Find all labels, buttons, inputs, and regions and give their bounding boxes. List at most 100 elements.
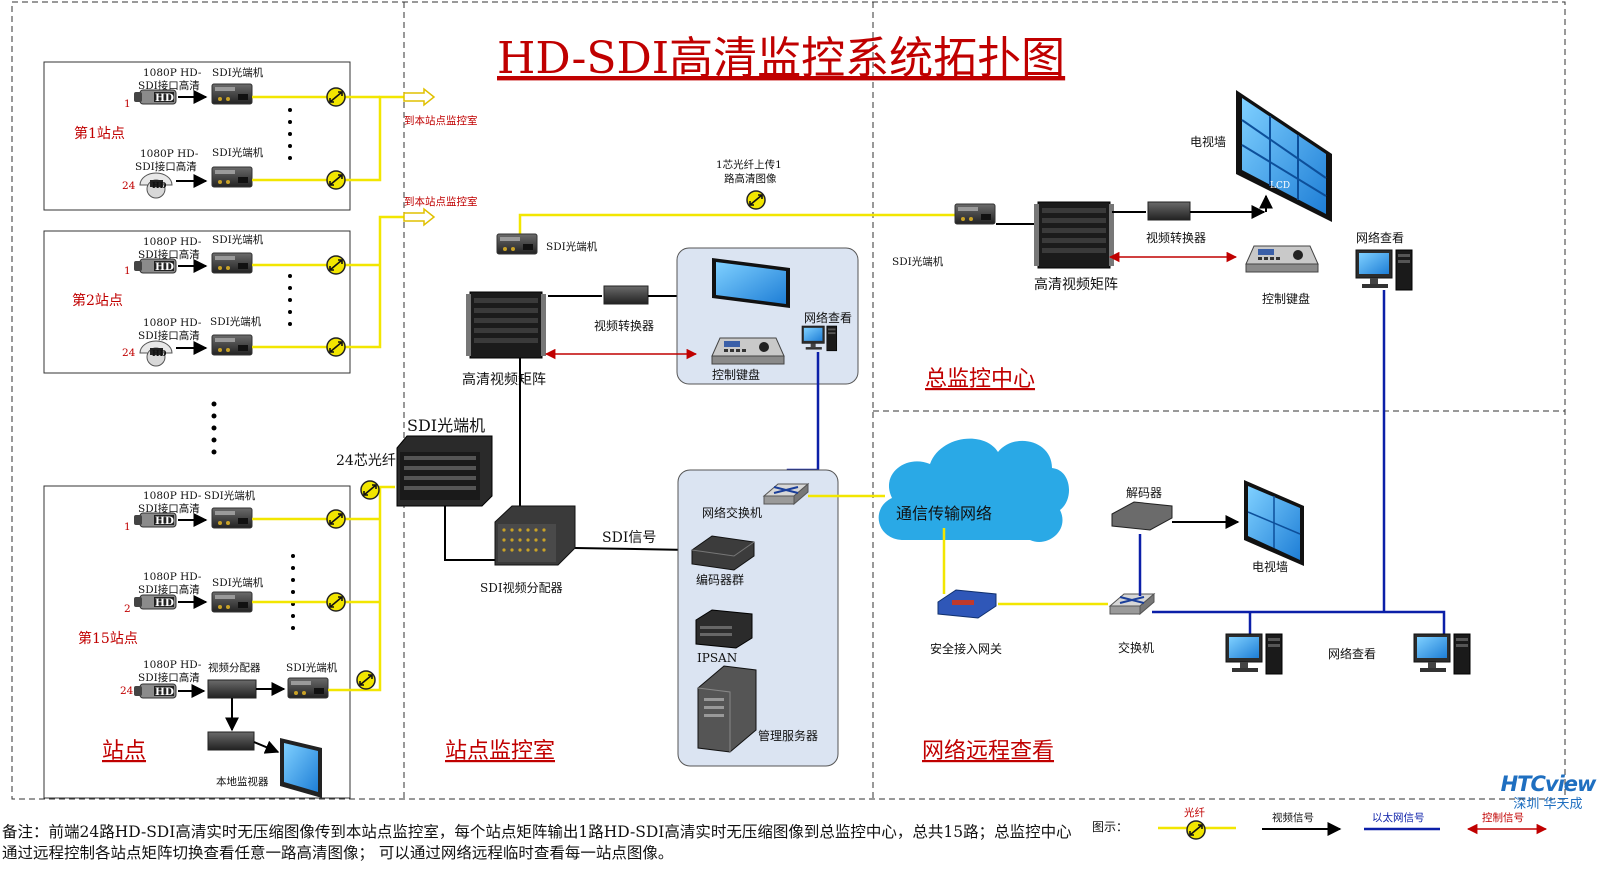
remote-tv-wall-label: 电视墙: [1252, 559, 1288, 574]
center-video-converter-label: 视频转换器: [1146, 230, 1206, 245]
hd-badge: HD: [155, 92, 174, 104]
hd-badge: HD: [155, 686, 174, 698]
logo-city: 深圳 华天成: [1513, 797, 1583, 812]
hd-badge: HD: [155, 597, 174, 609]
room-tv-wall-icon: [712, 258, 790, 308]
cam-label: 1080P HD-: [143, 317, 202, 329]
fiber-box-label: SDI光端机: [212, 146, 264, 159]
ipsan-label: IPSAN: [697, 651, 737, 665]
fiber24-label: 24芯光纤: [336, 453, 396, 469]
fiber-box-label: SDI光端机: [212, 66, 264, 79]
sdi-distributor-label: SDI视频分配器: [480, 580, 563, 595]
fiber-icon: [746, 190, 766, 210]
legend-fiber-icon: [1186, 820, 1206, 840]
cam-number: 24: [122, 347, 136, 359]
lcd-text: LCD: [1270, 181, 1290, 191]
site-box-1: 第1站点 1080P HD- SDI接口高清 1 HD SDI光端机 1080P…: [43, 61, 351, 211]
to-room-label: 到本站点监控室: [404, 195, 478, 208]
fiber-icon: [326, 170, 346, 190]
server-panel: 网络交换机 编码器群 IPSAN 管理服务器: [677, 469, 839, 767]
fiber-transceiver-icon: [287, 677, 329, 699]
cam-label: 1080P HD-: [143, 490, 202, 502]
site-label-1: 第1站点: [74, 125, 125, 142]
fiber-transceiver-icon: [211, 334, 253, 356]
diagram-title: HD-SDI高清监控系统拓扑图: [497, 33, 1065, 84]
legend-video-label: 视频信号: [1272, 811, 1314, 824]
center-keyboard-label: 控制键盘: [1262, 291, 1310, 306]
remote-pc-icon: [1225, 633, 1283, 675]
site-label-15: 第15站点: [78, 630, 138, 647]
fiber-icon: [360, 480, 380, 500]
section-label-remote: 网络远程查看: [922, 739, 1054, 764]
fiber-box-label: SDI光端机: [286, 661, 338, 674]
uplink-fiber-line: [518, 213, 955, 240]
cam-label: 1080P HD-: [143, 236, 202, 248]
fiber-box-label: SDI光端机: [892, 255, 944, 268]
fiber-lines-sites: [252, 95, 404, 692]
network-switch-label: 网络交换机: [702, 505, 762, 520]
pc-icon: [801, 325, 838, 352]
encoder-group-icon: [691, 535, 755, 571]
to-room-arrow-2: 到本站点监控室: [403, 195, 478, 227]
center-matrix-label: 高清视频矩阵: [1034, 276, 1118, 293]
cam-number: 1: [124, 265, 131, 277]
center-pc-icon: [1355, 249, 1413, 291]
server-icon: [697, 665, 757, 753]
remote-switch-label: 交换机: [1118, 640, 1154, 655]
splitter-label: 视频分配器: [208, 661, 261, 674]
center-video-converter-icon: [1147, 201, 1191, 221]
remote-switch-icon: [1109, 593, 1155, 615]
section-label-center: 总监控中心: [925, 367, 1035, 392]
fiber-icon: [326, 509, 346, 529]
cam-label: 1080P HD-: [143, 659, 202, 671]
sdi-fiber-rack-icon: [396, 435, 493, 507]
fiber-icon: [356, 670, 376, 690]
logo-brand: HTCview: [1500, 772, 1597, 796]
to-room-label: 到本站点监控室: [404, 114, 478, 127]
footnote: 备注：前端24路HD-SDI高清实时无压缩图像传到本站点监控室，每个站点矩阵输出…: [2, 823, 1072, 862]
legend: 图示： 光纤 视频信号 以太网信号 控制信号: [1092, 806, 1548, 840]
cam-label: SDI接口高清: [138, 248, 200, 261]
tv-wall-label: 电视墙: [1190, 134, 1226, 149]
sdi-fiber-big-label: SDI光端机: [407, 416, 485, 435]
cam-label: SDI接口高清: [138, 329, 200, 342]
section-borders: [11, 1, 1566, 800]
sdi-distributor-icon: [494, 505, 576, 566]
cam-label: SDI接口高清: [138, 583, 200, 596]
legend-ethernet-label: 以太网信号: [1372, 811, 1425, 824]
hd-badge: HD: [155, 515, 174, 527]
fiber-transceiver-icon: [211, 166, 253, 188]
fiber-box-label: SDI光端机: [210, 315, 262, 328]
fiber-box-label: SDI光端机: [212, 576, 264, 589]
fiber-transceiver-icon: [211, 507, 253, 529]
to-room-arrow-1: 到本站点监控室: [403, 87, 478, 127]
fiber-icon: [326, 255, 346, 275]
comm-network-label: 通信传输网络: [896, 504, 992, 523]
fiber-icon: [326, 337, 346, 357]
local-converter-icon: [207, 731, 255, 751]
network-view-label: 网络查看: [804, 310, 852, 325]
hd-matrix-icon: [465, 291, 547, 359]
ipsan-icon: [695, 609, 753, 649]
cam-label: SDI接口高清: [138, 79, 200, 92]
legend-fiber-label: 光纤: [1184, 806, 1206, 819]
cam-number: 1: [124, 98, 131, 110]
legend-control-label: 控制信号: [1482, 811, 1524, 824]
local-monitor-label: 本地监视器: [216, 775, 269, 788]
cam-number: 24: [122, 180, 136, 192]
remote-tv-wall-icon: [1244, 480, 1304, 566]
encoder-group-label: 编码器群: [696, 572, 744, 587]
cam-label: 1080P HD-: [140, 148, 199, 160]
center-network-view-label: 网络查看: [1356, 230, 1404, 245]
cam-label: SDI接口高清: [135, 160, 197, 173]
center-matrix-icon: [1033, 201, 1115, 269]
tv-wall-icon: LCD: [1236, 90, 1332, 222]
room-control-panel: 控制键盘 网络查看: [676, 247, 859, 385]
mgmt-server-label: 管理服务器: [758, 728, 818, 743]
fiber-icon: [326, 87, 346, 107]
ellipsis-dots: [288, 108, 292, 160]
site-box-15: 第15站点 1080P HD- SDI接口高清 1 HD SDI光端机 1080…: [43, 485, 351, 799]
company-logo: HTCview 深圳 华天成: [1500, 772, 1597, 812]
site-box-2: 第2站点 1080P HD- SDI接口高清 1 HD SDI光端机 1080P…: [43, 230, 351, 374]
fiber-transceiver-icon: [496, 233, 538, 255]
